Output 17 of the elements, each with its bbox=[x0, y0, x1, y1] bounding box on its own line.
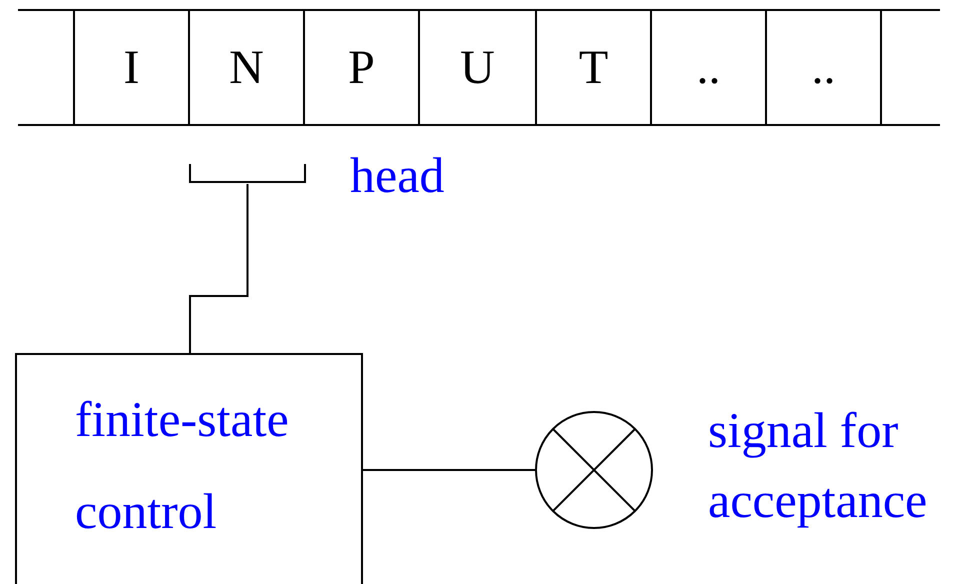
tape-cell: .. bbox=[652, 9, 767, 126]
tape-cell: N bbox=[190, 9, 305, 126]
head-label: head bbox=[350, 146, 444, 205]
tape-cell: I bbox=[75, 9, 190, 126]
control-label: finite-state control bbox=[75, 390, 290, 541]
tape-cell: T bbox=[537, 9, 652, 126]
tape-cell: P bbox=[305, 9, 420, 126]
signal-lamp bbox=[535, 411, 653, 529]
tape-cell bbox=[882, 9, 940, 126]
head-bracket bbox=[189, 164, 306, 184]
tape-cell bbox=[18, 9, 75, 126]
connector-line bbox=[189, 184, 248, 353]
connector-line bbox=[363, 469, 535, 471]
control-box bbox=[15, 353, 363, 584]
tape-cell: U bbox=[420, 9, 537, 126]
tape-cell: .. bbox=[767, 9, 882, 126]
signal-label: signal for acceptance bbox=[708, 401, 928, 530]
